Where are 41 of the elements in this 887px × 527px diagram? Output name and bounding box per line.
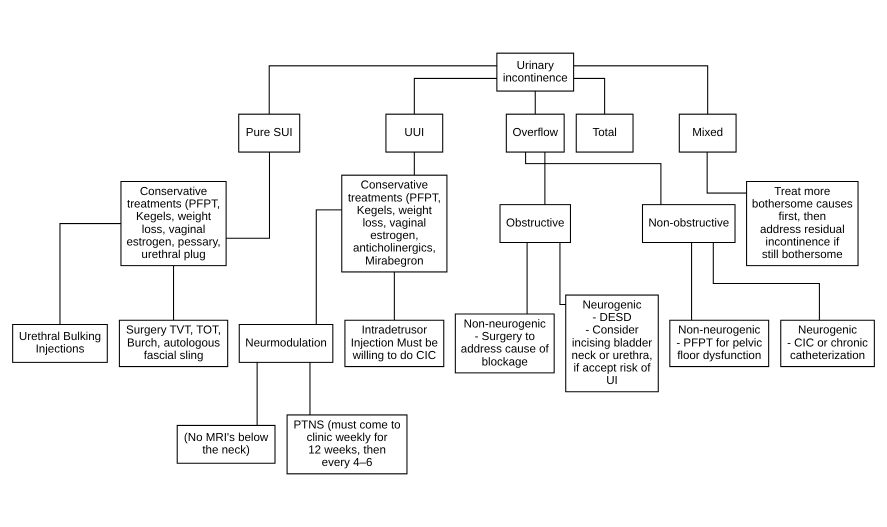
connector: [712, 242, 820, 320]
connector: [414, 152, 415, 175]
connector: [525, 152, 662, 205]
connector: [544, 152, 546, 204]
node-box: Treat more bothersome causes first, then address residual incontinence if still bothersome: [746, 180, 859, 266]
node-box: Urinary incontinence: [496, 52, 574, 92]
node-box: Conservative treatments (PFPT, Kegels, weight loss, vaginal estrogen, anticholinergics, Mirabegron: [341, 174, 448, 272]
node-box: Surgery TVT, TOT, Burch, autologous fascial sling: [118, 320, 228, 368]
connector: [268, 65, 497, 114]
connector: [256, 362, 258, 426]
connector: [226, 152, 270, 239]
node-box: Overflow: [506, 114, 565, 153]
node-box: Non-neurogenic - PFPT for pelvic floor dysfunction: [669, 320, 770, 368]
node-box: Total: [576, 114, 634, 153]
node-box: Obstructive: [500, 204, 571, 243]
node-box: Mixed: [678, 114, 737, 153]
connector: [574, 65, 708, 114]
connector: [534, 91, 536, 114]
node-box: Neurogenic - CIC or chronic catheterization: [780, 320, 875, 368]
connector: [559, 242, 566, 306]
node-box: (No MRI's below the neck): [176, 424, 276, 464]
connector: [59, 223, 121, 324]
connector: [394, 272, 395, 320]
node-box: Conservative treatments (PFPT, Kegels, weight loss, vaginal estrogen, pessary, urethral plug: [120, 180, 227, 266]
connector: [691, 242, 692, 320]
node-box: Intradetrusor Injection Must be willing to do CIC: [344, 320, 444, 368]
node-box: Neurmodulation: [238, 324, 334, 363]
node-box: UUI: [385, 114, 444, 153]
node-box: Urethral Bulking Injections: [12, 324, 108, 363]
node-box: Non-obstructive: [642, 204, 736, 243]
connector: [309, 362, 310, 415]
node-box: PTNS (must come to clinic weekly for 12 weeks, then every 4–6: [286, 414, 408, 474]
connector: [526, 242, 528, 314]
connector: [173, 266, 174, 320]
connector: [414, 78, 497, 114]
connector: [574, 78, 606, 114]
connector: [316, 209, 342, 324]
node-box: Neurogenic - DESD - Consider incising bladder neck or urethra, if accept risk of UI: [565, 294, 659, 392]
node-box: Non-neurogenic - Surgery to address cause of blockage: [454, 313, 555, 374]
node-box: Pure SUI: [238, 114, 300, 153]
connector: [706, 152, 746, 194]
